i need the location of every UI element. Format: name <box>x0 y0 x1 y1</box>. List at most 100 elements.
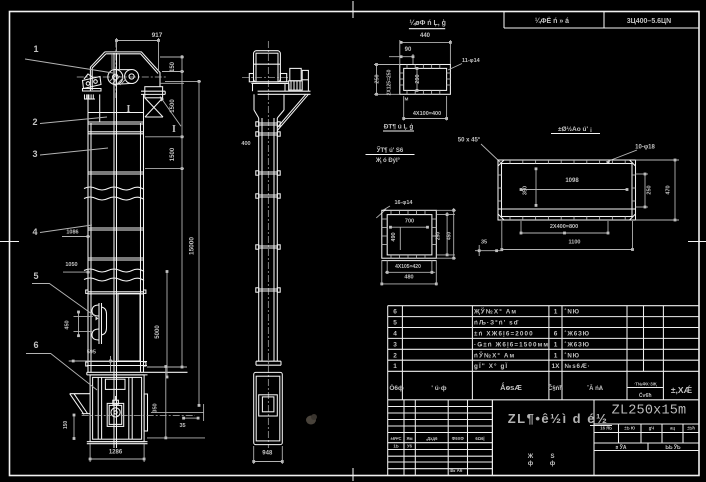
svg-text:ǥЧ: ǥЧ <box>649 426 655 431</box>
svg-text:ZL¶•ê½ì d é½: ZL¶•ê½ì d é½ <box>508 411 609 426</box>
svg-text:±,XǼ: ±,XǼ <box>671 385 693 395</box>
svg-text:10-φ18: 10-φ18 <box>635 145 655 151</box>
svg-text:5: 5 <box>393 320 397 327</box>
svg-text:¼ΦЁ ń » á: ¼ΦЁ ń » á <box>535 17 569 25</box>
svg-text:ЬЬ ЎЬ: ЬЬ ЎЬ <box>665 443 681 451</box>
svg-text:2: 2 <box>393 352 397 359</box>
svg-text:У6: У6 <box>407 444 413 449</box>
svg-text:ац: ац <box>670 426 675 431</box>
svg-text:350: 350 <box>523 186 529 195</box>
svg-text:±Ø½Αο ú' ¡: ±Ø½Αο ú' ¡ <box>558 125 592 133</box>
svg-text:11-φ14: 11-φ14 <box>462 58 481 64</box>
svg-text:1: 1 <box>554 352 558 359</box>
svg-text:250: 250 <box>647 185 653 194</box>
svg-text:' ú·ф: ' ú·ф <box>431 385 446 392</box>
svg-text:˚NЮ: ˚NЮ <box>565 352 580 359</box>
svg-text:M: M <box>405 97 409 102</box>
svg-text:4: 4 <box>393 331 397 338</box>
svg-text:1: 1 <box>393 363 397 370</box>
svg-text:5000: 5000 <box>155 325 161 339</box>
svg-text:6: 6 <box>393 309 397 316</box>
svg-text:ǺѳѕÆ: ǺѳѕÆ <box>500 382 522 392</box>
svg-text:ф: ф <box>550 460 555 467</box>
svg-text:Ćѵ6ћ: Ćѵ6ћ <box>639 391 652 399</box>
svg-text:1086: 1086 <box>66 230 78 236</box>
svg-text:Ям: Ям <box>406 436 412 441</box>
svg-text:˚Ж6ЗЮ: ˚Ж6ЗЮ <box>565 331 590 338</box>
svg-text:ЎΤ¶ ú' Ѕ6: ЎΤ¶ ú' Ѕ6 <box>376 146 404 154</box>
svg-text:3: 3 <box>393 341 397 348</box>
svg-text:˚NЮ: ˚NЮ <box>565 309 580 316</box>
svg-text:I: I <box>127 104 131 115</box>
svg-text:150: 150 <box>170 61 176 72</box>
svg-text:1: 1 <box>33 44 38 54</box>
svg-text:5: 5 <box>33 271 38 281</box>
svg-text:450: 450 <box>65 320 71 329</box>
svg-text:1X: 1X <box>552 363 561 370</box>
svg-text:Ѕ: Ѕ <box>550 454 554 460</box>
svg-text:±6ΨC: ±6ΨC <box>390 436 401 441</box>
svg-text:ф: ф <box>528 460 533 467</box>
svg-text:2X125=250: 2X125=250 <box>387 69 393 95</box>
svg-text:250: 250 <box>375 74 381 83</box>
svg-text:3Ц400–5.6ЦΝ: 3Ц400–5.6ЦΝ <box>627 18 671 25</box>
svg-text:Ĉ§ńћ: Ĉ§ńћ <box>548 384 563 392</box>
svg-text:2X400=800: 2X400=800 <box>550 224 578 230</box>
svg-text:350: 350 <box>153 403 159 412</box>
svg-text:±Ь Ю: ±Ь Ю <box>624 426 635 431</box>
svg-text:˚Ă ńѦ: ˚Ă ńѦ <box>587 385 604 392</box>
svg-text:4X100=400: 4X100=400 <box>413 111 441 117</box>
svg-text:ĐΤ¶ ú Ļ ģ: ĐΤ¶ ú Ļ ģ <box>384 123 414 131</box>
svg-text:ǥЇ" X° ǥЇ: ǥЇ" X° ǥЇ <box>474 362 508 370</box>
svg-text:6: 6 <box>33 340 38 350</box>
svg-text:ńЉ·З°ń' ѕď: ńЉ·З°ń' ѕď <box>474 319 519 327</box>
svg-text:3: 3 <box>32 149 37 159</box>
svg-text:1100: 1100 <box>569 240 581 246</box>
svg-text:400: 400 <box>241 141 250 147</box>
svg-text:4Ь А6: 4Ь А6 <box>450 468 463 473</box>
svg-text:948: 948 <box>262 451 273 457</box>
svg-text:№ѕ6Æ·: №ѕ6Æ· <box>565 363 591 370</box>
svg-text:Ò6ф: Ò6ф <box>389 383 404 392</box>
svg-text:¼øΦ ń Ļ, ģ: ¼øΦ ń Ļ, ģ <box>409 19 445 27</box>
svg-text:·Ǥ±ń Ж6ļ6=1500мм: ·Ǥ±ń Ж6ļ6=1500мм <box>474 341 549 348</box>
svg-text:35: 35 <box>179 423 185 429</box>
svg-text:16 ЯЬ: 16 ЯЬ <box>600 426 612 431</box>
svg-text:ҖЎ№X° Αм: ҖЎ№X° Αм <box>473 307 517 316</box>
svg-text:±ń XЖ6ļ6=2000: ±ń XЖ6ļ6=2000 <box>474 331 534 338</box>
svg-text:1098: 1098 <box>565 178 579 184</box>
svg-text:700: 700 <box>405 219 414 225</box>
svg-text:6: 6 <box>554 331 558 338</box>
svg-text:15000: 15000 <box>189 237 196 255</box>
svg-text:440: 440 <box>420 33 431 39</box>
svg-text:Φ9ΧΦ: Φ9ΧΦ <box>452 436 465 441</box>
svg-text:±Ьћ: ±Ьћ <box>687 426 695 431</box>
svg-text:595: 595 <box>87 350 96 356</box>
svg-text:Җ ó ĐýІ°: Җ ó ĐýІ° <box>375 158 401 164</box>
svg-text:6Ω6|: 6Ω6| <box>475 436 484 441</box>
svg-text:,Дхд6: ,Дхд6 <box>426 436 438 441</box>
svg-text:490: 490 <box>391 232 397 241</box>
svg-text:1Ь: 1Ь <box>393 444 398 449</box>
svg-text:35: 35 <box>481 240 487 246</box>
svg-text:¤ ЎΑ: ¤ ЎΑ <box>616 443 627 451</box>
svg-text:16-φ14: 16-φ14 <box>394 200 413 206</box>
svg-text:250: 250 <box>436 232 442 241</box>
svg-text:290: 290 <box>415 74 421 83</box>
svg-text:4: 4 <box>32 227 37 237</box>
svg-text:450: 450 <box>447 232 453 241</box>
svg-text:4X105=420: 4X105=420 <box>395 264 421 270</box>
svg-text:1500: 1500 <box>170 99 176 113</box>
svg-text:1050: 1050 <box>65 262 77 268</box>
svg-text:·Τ№ΦΧ·ЗҖ: ·Τ№ΦΧ·ЗҖ <box>634 382 657 387</box>
svg-text:Ж: Ж <box>527 454 534 460</box>
svg-text:917: 917 <box>152 32 163 39</box>
svg-text:1286: 1286 <box>109 450 123 456</box>
svg-text:ZL250x15m: ZL250x15m <box>612 404 687 419</box>
svg-text:1500: 1500 <box>170 147 176 161</box>
svg-text:I: I <box>172 124 176 135</box>
svg-text:150: 150 <box>63 421 69 430</box>
svg-text:470: 470 <box>666 185 672 194</box>
svg-text:˚Ж6ЗЮ: ˚Ж6ЗЮ <box>565 341 590 348</box>
svg-text:ńЎ№X° Αм: ńЎ№X° Αм <box>474 350 515 359</box>
